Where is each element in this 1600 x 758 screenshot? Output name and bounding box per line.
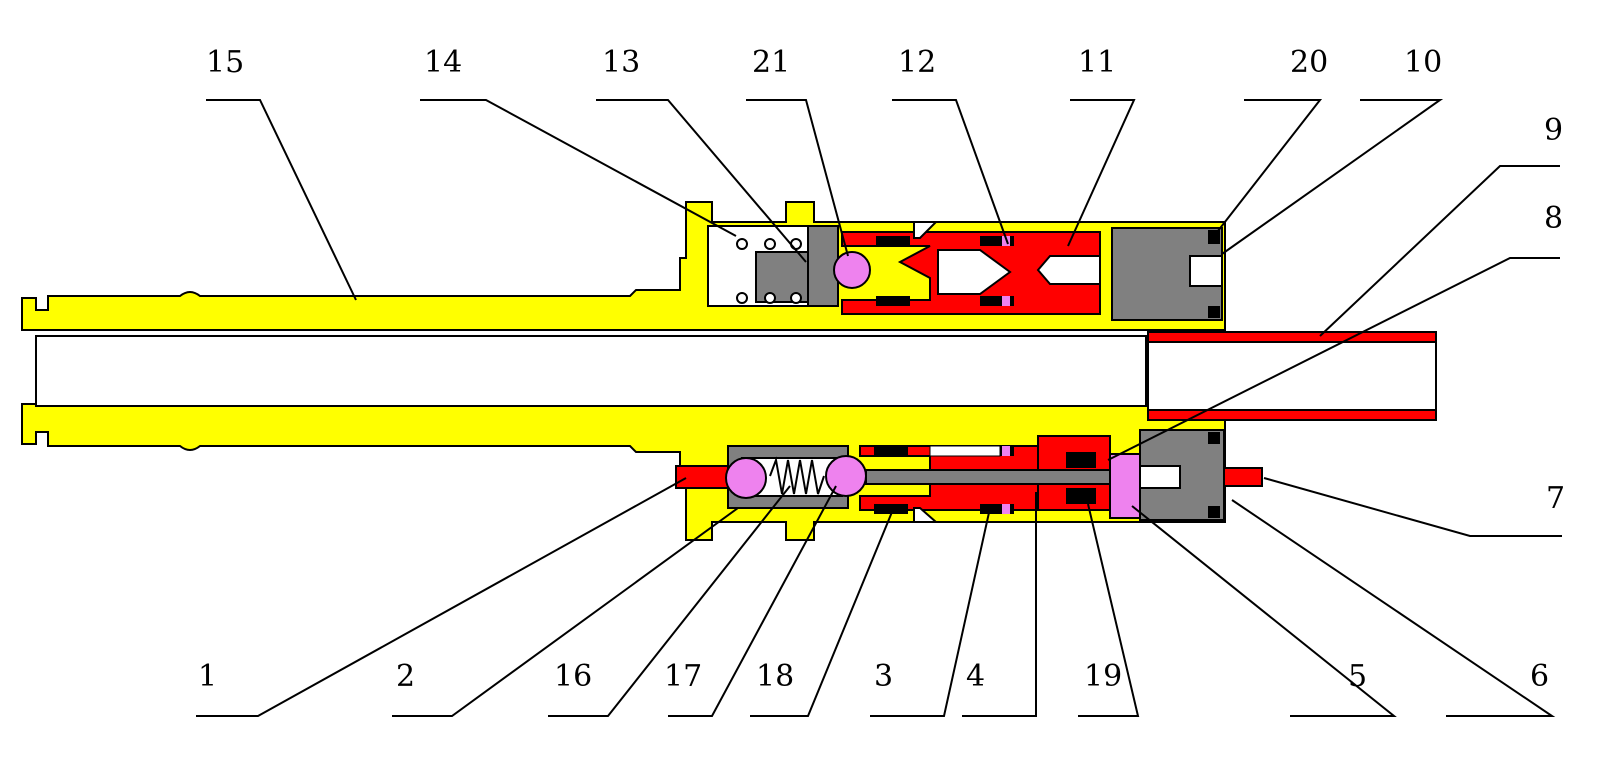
leader-8 [1107, 257, 1560, 461]
spring-16 [769, 456, 825, 495]
lower-chamber [675, 429, 1263, 523]
leader-lines [196, 99, 1562, 717]
upper-channel [1036, 255, 1101, 285]
callout-8: 8 [1544, 201, 1563, 236]
leader-5 [1131, 505, 1397, 717]
callout-7: 7 [1546, 481, 1565, 516]
callout-18: 18 [756, 659, 794, 694]
lower-gap [929, 445, 1001, 457]
leader-4 [962, 492, 1037, 717]
leader-9 [1319, 165, 1560, 337]
leader-13 [596, 99, 807, 263]
leader-14 [420, 99, 737, 237]
ball-18 [825, 455, 867, 497]
leader-10 [1221, 99, 1444, 255]
leader-2 [392, 507, 739, 717]
callout-12: 12 [898, 45, 936, 80]
callout-15: 15 [206, 45, 244, 80]
callout-labels: 15 14 13 21 12 11 20 10 9 8 7 1 2 16 17 … [198, 45, 1565, 694]
seal-19-bottom [1066, 488, 1096, 504]
ball-17 [725, 457, 767, 499]
seat-block-upper [807, 225, 839, 307]
upper-port [913, 221, 939, 239]
callout-16: 16 [554, 659, 592, 694]
seal-lower-cap-bottom [1208, 506, 1220, 518]
seal-lower-cap-top [1208, 432, 1220, 444]
end-cap-bore-upper [1189, 255, 1223, 287]
leader-16 [548, 485, 791, 717]
upper-passage [937, 249, 1012, 295]
lower-port [913, 507, 939, 523]
leader-19 [1078, 503, 1140, 717]
leader-21 [746, 99, 849, 257]
leader-20 [1213, 99, 1323, 237]
end-cap-bore-lower [1139, 465, 1181, 489]
callout-1: 1 [198, 659, 217, 694]
central-bore [35, 335, 1147, 407]
callout-20: 20 [1290, 45, 1328, 80]
leader-18 [750, 511, 893, 717]
callout-21: 21 [752, 45, 790, 80]
callout-13: 13 [602, 45, 640, 80]
leader-15 [206, 99, 357, 301]
seal-19-top [1066, 452, 1096, 468]
leader-6 [1231, 499, 1556, 717]
callout-2: 2 [396, 659, 415, 694]
callout-19: 19 [1084, 659, 1122, 694]
leader-12 [892, 99, 1009, 245]
callout-3: 3 [874, 659, 893, 694]
callout-6: 6 [1530, 659, 1549, 694]
callout-4: 4 [966, 659, 985, 694]
callout-9: 9 [1544, 113, 1563, 148]
inlet-fitting-1 [675, 465, 729, 489]
leader-17 [668, 485, 837, 717]
callout-10: 10 [1404, 45, 1442, 80]
leader-11 [1067, 99, 1136, 247]
outlet-pipe-9 [1147, 331, 1437, 421]
leader-3 [870, 507, 991, 717]
leader-7 [1263, 477, 1562, 537]
leader-1 [196, 477, 687, 717]
callout-5: 5 [1348, 659, 1367, 694]
ball-21 [833, 251, 871, 289]
upper-chamber [707, 221, 1223, 321]
seal-20-lower [1208, 306, 1220, 318]
callout-14: 14 [424, 45, 462, 80]
callout-11: 11 [1078, 45, 1116, 80]
callout-17: 17 [664, 659, 702, 694]
